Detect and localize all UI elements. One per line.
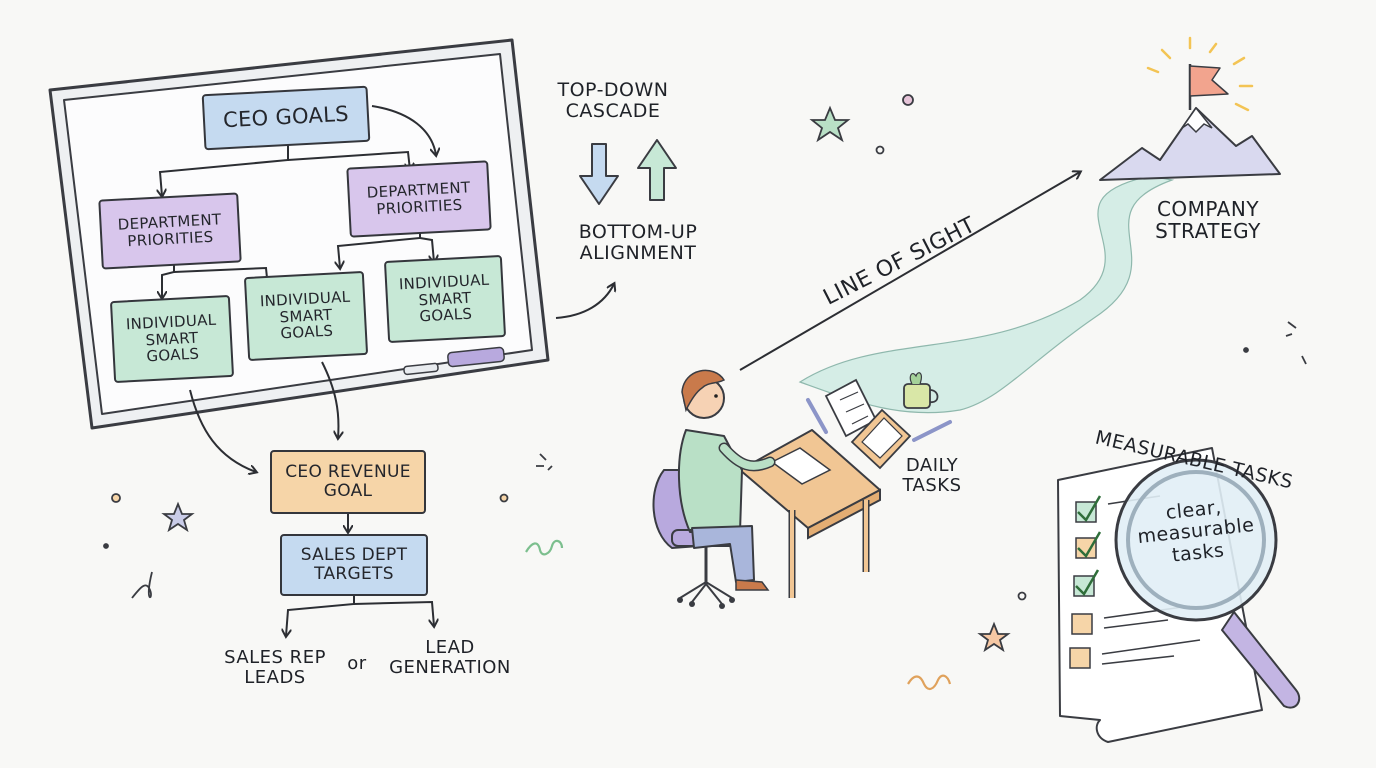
sales-dept-targets-box: SALES DEPT TARGETS xyxy=(280,534,428,596)
star-icon xyxy=(977,621,1011,653)
desk-icon xyxy=(739,429,881,598)
sparkle-icon xyxy=(1017,591,1027,601)
strategy-path xyxy=(798,175,1175,414)
sparkle-icon xyxy=(536,321,1307,471)
sparkle-icon xyxy=(902,94,914,106)
department-priorities-left-box: DEPARTMENT PRIORITIES xyxy=(98,192,242,270)
mountain-icon xyxy=(1099,106,1281,181)
decorations xyxy=(103,94,1307,690)
individual-smart-goals-box-2: INDIVIDUAL SMART GOALS xyxy=(243,270,369,362)
ceo-goals-box: CEO GOALS xyxy=(201,85,371,151)
pen-icon xyxy=(806,398,952,442)
lead-generation-label: LEAD GENERATION xyxy=(389,637,511,679)
star-icon xyxy=(809,105,851,143)
down-arrow-icon xyxy=(579,143,619,205)
sales-rep-leads-label: SALES REP LEADS xyxy=(224,647,326,689)
squiggle-icon xyxy=(907,674,952,690)
or-label: or xyxy=(347,653,367,674)
squiggle-icon xyxy=(131,571,153,599)
clipboard-icon xyxy=(850,408,912,470)
person-icon xyxy=(677,369,776,591)
star-icon xyxy=(161,501,195,533)
magnifying-glass-icon xyxy=(1114,458,1301,709)
marker-icon xyxy=(403,362,439,376)
flag-icon xyxy=(1146,36,1254,112)
mug-icon xyxy=(903,372,939,409)
ceo-revenue-goal-box: CEO REVENUE GOAL xyxy=(270,450,426,514)
bottom-up-alignment-label: BOTTOM-UP ALIGNMENT xyxy=(578,221,698,265)
individual-smart-goals-box-3: INDIVIDUAL SMART GOALS xyxy=(383,254,507,344)
sparkle-icon xyxy=(111,493,121,503)
sparkle-icon xyxy=(103,543,109,549)
daily-tasks-label: DAILY TASKS xyxy=(902,455,962,497)
eraser-icon xyxy=(447,346,505,368)
up-arrow-icon xyxy=(637,139,677,201)
sparkle-icon xyxy=(1243,347,1249,353)
top-down-cascade-label: TOP-DOWN CASCADE xyxy=(557,79,669,123)
squiggle-icon xyxy=(525,539,564,556)
individual-smart-goals-box-1: INDIVIDUAL SMART GOALS xyxy=(109,294,235,384)
department-priorities-right-box: DEPARTMENT PRIORITIES xyxy=(346,160,492,238)
sparkle-icon xyxy=(875,145,885,155)
line-of-sight-arrow xyxy=(739,172,1080,371)
company-strategy-label: COMPANY STRATEGY xyxy=(1155,197,1261,244)
sparkle-icon xyxy=(499,493,509,503)
